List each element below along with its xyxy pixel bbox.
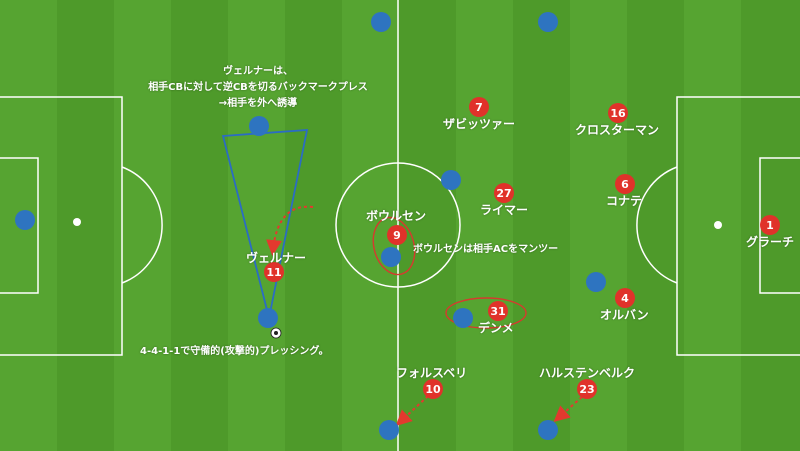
name-label-1: グラーチ — [746, 235, 795, 249]
name-label-7: ザビッツァー — [443, 117, 516, 131]
blue-player — [258, 308, 278, 328]
ball-icon — [270, 327, 282, 339]
red-player-9 — [387, 225, 407, 245]
red-player-27 — [494, 183, 514, 203]
red-numbers: 7 16 27 6 9 1 11 31 4 10 23 — [266, 101, 773, 396]
mark-ellipse-31 — [445, 297, 527, 329]
name-label-16: クロスターマン — [575, 123, 660, 137]
movement-arrow-10 — [395, 395, 429, 427]
name-label-10: フォルスベリ — [396, 366, 468, 380]
right-penalty-spot — [714, 221, 722, 229]
blue-player — [538, 420, 558, 440]
blue-player — [381, 247, 401, 267]
name-label-11: ヴェルナー — [246, 251, 307, 265]
press-note-line3: →相手を外へ誘導 — [218, 98, 298, 109]
number-6: 6 — [621, 178, 629, 191]
blue-player — [15, 210, 35, 230]
man-mark-note: ボウルセンは相手ACをマンツー — [413, 244, 559, 255]
number-16: 16 — [610, 107, 626, 120]
red-player-7 — [469, 97, 489, 117]
red-player-1 — [760, 215, 780, 235]
red-player-11 — [264, 262, 284, 282]
left-penalty-box — [0, 96, 123, 356]
name-label-9: ボウルセン — [366, 209, 427, 223]
name-label-23: ハルステンベルク — [539, 366, 636, 380]
blue-team — [15, 12, 606, 440]
red-player-10 — [423, 379, 443, 399]
red-player-23 — [577, 379, 597, 399]
name-label-6: コナテ — [606, 194, 643, 208]
center-circle — [335, 162, 461, 288]
blue-player — [586, 272, 606, 292]
number-31: 31 — [490, 305, 505, 318]
number-23: 23 — [579, 383, 594, 396]
mark-ellipse-9 — [372, 216, 416, 276]
red-team — [264, 97, 780, 399]
blue-player — [538, 12, 558, 32]
left-goal-box — [0, 157, 39, 294]
formation-note: 4-4-1-1で守備的(攻撃的)プレッシング。 — [140, 346, 329, 357]
number-1: 1 — [766, 219, 774, 232]
blue-player — [379, 420, 399, 440]
number-11: 11 — [266, 266, 281, 279]
press-note: ヴェルナーは、 相手CBに対して逆CBを切るバックマークプレス →相手を外へ誘導 — [140, 64, 376, 112]
number-10: 10 — [425, 383, 441, 396]
name-label-4: オルバン — [600, 308, 649, 322]
name-label-31: デンメ — [478, 321, 514, 335]
blue-player — [453, 308, 473, 328]
number-9: 9 — [393, 229, 401, 242]
red-player-4 — [615, 288, 635, 308]
right-penalty-arc — [636, 166, 678, 284]
movement-arrow-11 — [266, 205, 314, 256]
name-label-27: ライマー — [480, 203, 529, 217]
left-penalty-spot — [73, 218, 81, 226]
red-player-31 — [488, 301, 508, 321]
movement-arrow-23 — [553, 396, 583, 422]
right-goal-box — [759, 157, 800, 294]
number-7: 7 — [475, 101, 483, 114]
left-penalty-arc — [121, 166, 163, 284]
red-player-16 — [608, 103, 628, 123]
number-4: 4 — [621, 292, 629, 305]
number-27: 27 — [496, 187, 511, 200]
blue-player — [249, 116, 269, 136]
right-penalty-box — [676, 96, 800, 356]
press-note-line1: ヴェルナーは、 — [223, 66, 293, 77]
blue-player — [441, 170, 461, 190]
blue-player — [371, 12, 391, 32]
red-player-6 — [615, 174, 635, 194]
press-note-line2: 相手CBに対して逆CBを切るバックマークプレス — [148, 82, 368, 93]
